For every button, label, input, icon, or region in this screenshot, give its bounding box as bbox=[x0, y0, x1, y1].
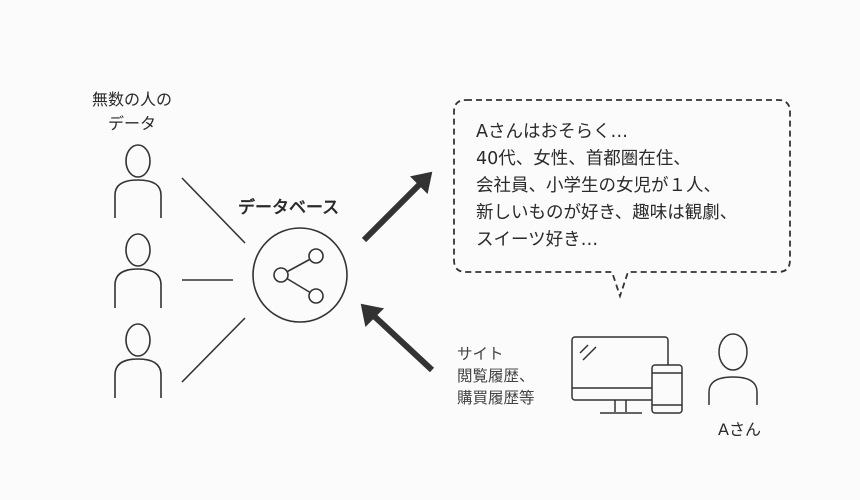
crowd-label-line: 無数の人の bbox=[91, 90, 172, 109]
crowd-data-label: 無数の人の データ bbox=[86, 88, 178, 136]
smartphone-icon bbox=[651, 364, 683, 414]
speech-bubble bbox=[453, 99, 791, 299]
crowd-label-line: データ bbox=[107, 114, 156, 133]
source-data-label: サイト 閲覧履歴、 購買履歴等 bbox=[457, 343, 535, 409]
arrow-up-right-icon bbox=[361, 171, 433, 243]
source-label-line: 購買履歴等 bbox=[457, 389, 535, 407]
source-label-line: 閲覧履歴、 bbox=[457, 367, 535, 385]
database-share-icon bbox=[252, 227, 348, 323]
inference-text: Aさんはおそらく… 40代、女性、首都圏在住、 会社員、小学生の女児が１人、 新… bbox=[476, 119, 737, 254]
inference-line: 40代、女性、首都圏在住、 bbox=[476, 149, 691, 169]
arrow-up-left-icon bbox=[360, 303, 435, 373]
person-a-icon bbox=[708, 333, 758, 405]
database-label: データベース bbox=[238, 198, 340, 218]
source-label-line: サイト bbox=[457, 345, 504, 363]
person-icon bbox=[114, 144, 162, 218]
connector-line bbox=[181, 317, 246, 383]
person-a-label: Aさん bbox=[718, 420, 761, 439]
inference-line: スイーツ好き… bbox=[476, 230, 599, 250]
person-icon bbox=[114, 233, 162, 308]
inference-line: Aさんはおそらく… bbox=[476, 122, 628, 142]
inference-line: 新しいものが好き、趣味は観劇、 bbox=[476, 203, 738, 223]
person-icon bbox=[114, 323, 162, 398]
connector-line bbox=[181, 177, 246, 244]
inference-line: 会社員、小学生の女児が１人、 bbox=[476, 176, 721, 196]
